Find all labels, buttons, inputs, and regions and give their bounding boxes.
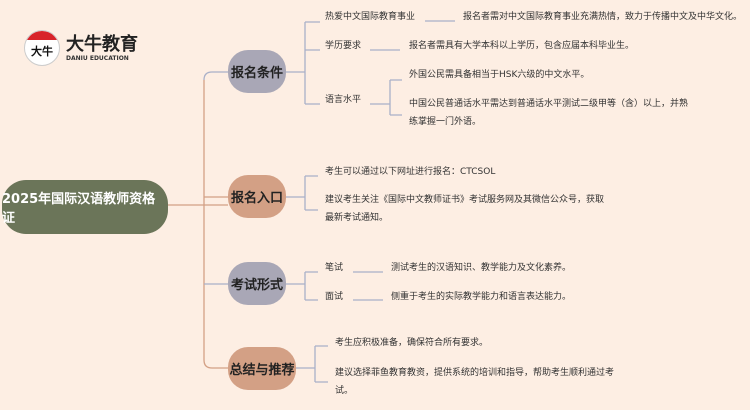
- logo: 大牛 大牛教育 DANIU EDUCATION: [24, 30, 138, 66]
- item-detail: 试。: [335, 386, 354, 396]
- item-detail: 建议考生关注《国际中文教师证书》考试服务网及其微信公众号，获取: [325, 195, 605, 205]
- logo-subtitle: DANIU EDUCATION: [66, 54, 129, 62]
- item-label: 学历要求: [325, 41, 362, 51]
- item-detail: 考生可以通过以下网址进行报名：CTCSOL: [325, 167, 496, 177]
- item-detail: 中国公民普通话水平需达到普通话水平测试二级甲等（含）以上，并熟: [409, 99, 689, 109]
- item-detail: 最新考试通知。: [325, 213, 389, 223]
- logo-mark: 大牛: [24, 30, 60, 66]
- branch-exam-format: 考试形式: [228, 262, 286, 305]
- root-node: 2025年国际汉语教师资格证: [2, 180, 168, 234]
- item-detail: 测试考生的汉语知识、教学能力及文化素养。: [391, 263, 572, 273]
- item-detail: 报名者需具有大学本科以上学历，包含应届本科毕业生。: [409, 41, 635, 51]
- item-detail: 报名者需对中文国际教育事业充满热情，致力于传播中文及中华文化。: [463, 12, 743, 22]
- item-label: 笔试: [325, 263, 344, 273]
- item-detail: 外国公民需具备相当于HSK六级的中文水平。: [409, 70, 590, 80]
- branch-summary: 总结与推荐: [228, 347, 296, 390]
- branch-registration-conditions: 报名条件: [228, 50, 286, 93]
- item-detail: 侧重于考生的实际教学能力和语言表达能力。: [391, 292, 572, 302]
- item-detail: 考生应积极准备，确保符合所有要求。: [335, 338, 489, 348]
- item-detail: 练掌握一门外语。: [409, 117, 482, 127]
- logo-name: 大牛教育: [66, 33, 138, 55]
- item-label: 面试: [325, 292, 344, 302]
- item-label: 热爱中文国际教育事业: [325, 12, 416, 22]
- branch-registration-entry: 报名入口: [228, 175, 286, 218]
- item-label: 语言水平: [325, 95, 362, 105]
- item-detail: 建议选择菲鱼教育教资，提供系统的培训和指导，帮助考生顺利通过考: [335, 368, 615, 378]
